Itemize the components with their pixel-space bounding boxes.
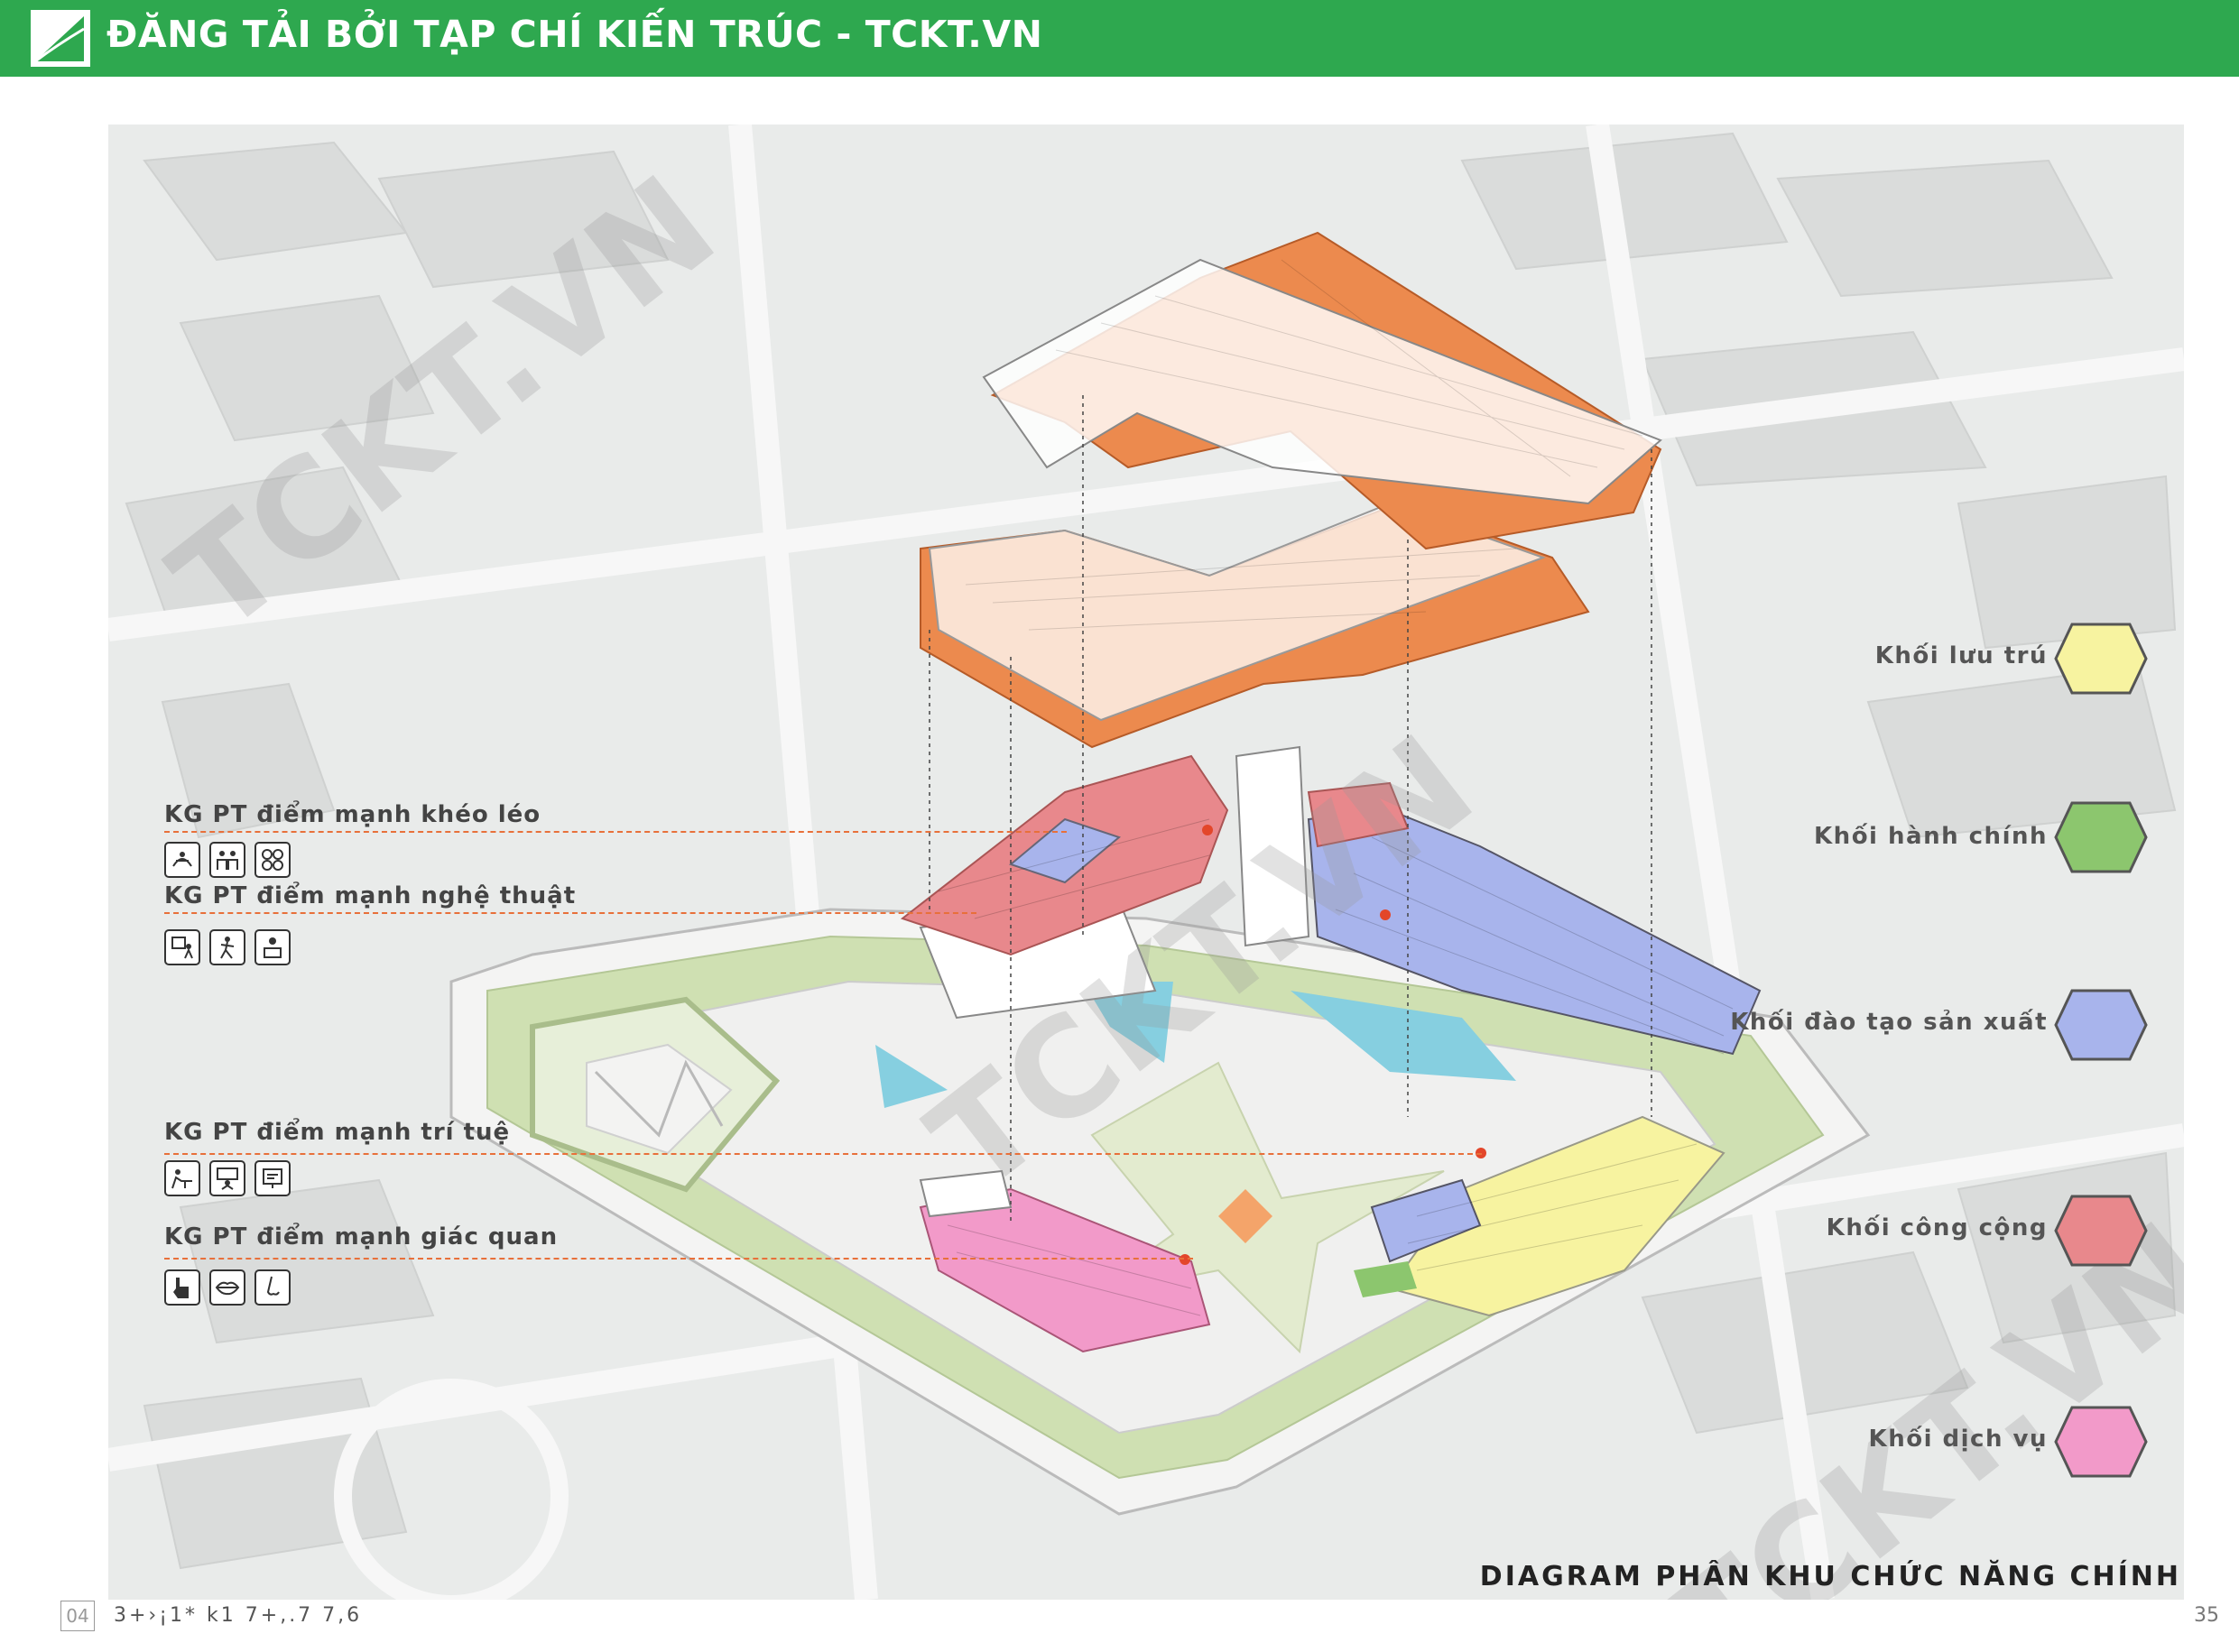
zone-label-tri-tue: KG PT điểm mạnh trí tuệ — [164, 1119, 511, 1146]
site-axonometric — [108, 125, 2184, 1600]
legend-label-hanh-chinh: Khối hành chính — [1814, 823, 2048, 850]
legend-hex-dao-tao — [2054, 989, 2148, 1061]
painting-icon — [164, 929, 200, 965]
tckt-logo-icon — [31, 10, 90, 67]
dance-icon — [209, 929, 245, 965]
legend-hex-luu-tru — [2054, 623, 2148, 695]
section-number: 04 — [60, 1601, 95, 1631]
touch-icon — [164, 1269, 200, 1306]
diagram-stage: TCKT.VN TCKT.VN TCKT.VN — [108, 125, 2184, 1600]
lips-icon — [209, 1269, 245, 1306]
zone-leader-tri-tue — [164, 1153, 1482, 1155]
zone-label-nghe-thuat: KG PT điểm mạnh nghệ thuật — [164, 882, 577, 909]
board-icon — [254, 1160, 291, 1196]
legend-label-dao-tao: Khối đào tạo sản xuất — [1730, 1009, 2048, 1036]
zone-icons-kheo-leo — [164, 842, 291, 878]
diagram-title: DIAGRAM PHÂN KHU CHỨC NĂNG CHÍNH — [1479, 1561, 2181, 1592]
legend-hex-dich-vu — [2054, 1406, 2148, 1478]
nose-icon — [254, 1269, 291, 1306]
zone-label-giac-quan: KG PT điểm mạnh giác quan — [164, 1223, 559, 1251]
page-number: 35 — [2194, 1604, 2219, 1627]
zone-leader-giac-quan — [164, 1258, 1193, 1260]
music-icon — [254, 929, 291, 965]
pattern-icon — [254, 842, 291, 878]
legend-label-luu-tru: Khối lưu trú — [1874, 642, 2048, 669]
banner-title: ĐĂNG TẢI BỞI TẠP CHÍ KIẾN TRÚC - TCKT.VN — [106, 13, 1043, 56]
craft-icon — [164, 842, 200, 878]
footer-text: 3+›¡1* k1 7+,.7 7,6 — [114, 1604, 363, 1627]
top-banner: ĐĂNG TẢI BỞI TẠP CHÍ KIẾN TRÚC - TCKT.VN — [0, 0, 2239, 77]
zone-icons-tri-tue — [164, 1160, 291, 1196]
legend-label-dich-vu: Khối dịch vụ — [1868, 1426, 2048, 1453]
zone-icons-nghe-thuat — [164, 929, 291, 965]
legend-hex-cong-cong — [2054, 1195, 2148, 1267]
classroom-icon — [209, 1160, 245, 1196]
legend-hex-hanh-chinh — [2054, 801, 2148, 873]
study-icon — [164, 1160, 200, 1196]
group-work-icon — [209, 842, 245, 878]
zone-leader-nghe-thuat — [164, 912, 976, 914]
zone-icons-giac-quan — [164, 1269, 291, 1306]
zone-label-kheo-leo: KG PT điểm mạnh khéo léo — [164, 801, 541, 828]
zone-leader-kheo-leo — [164, 831, 1067, 833]
legend-label-cong-cong: Khối công cộng — [1826, 1214, 2048, 1241]
